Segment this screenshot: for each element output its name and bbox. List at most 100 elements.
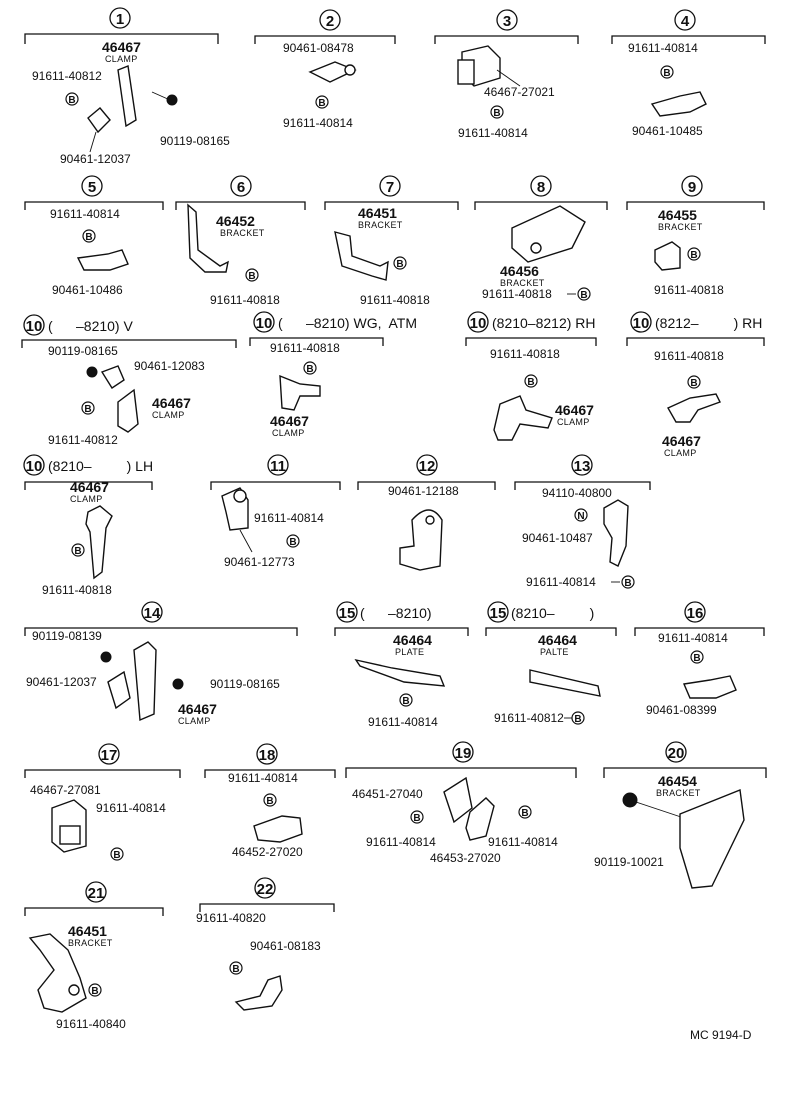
part-number: 90119-08165 [210, 677, 280, 691]
part-number: 90461-08183 [250, 939, 321, 953]
group-condition: (8210– ) [511, 605, 594, 621]
part-label: CLAMP [557, 417, 590, 427]
clamp-icon [667, 393, 721, 423]
part-label: BRACKET [656, 788, 701, 798]
part-label: CLAMP [178, 716, 211, 726]
part-number: 90461-12773 [224, 555, 295, 569]
part-number: 91611-40814 [628, 41, 698, 55]
group-20: 20 46454 BRACKET 90119-10021 [594, 741, 767, 889]
bolt-code-b: B [68, 95, 75, 106]
part-label: PLATE [395, 647, 424, 657]
clamp-icon [603, 499, 629, 567]
part-number: 91611-40840 [56, 1017, 126, 1031]
group-condition: (8210– ) LH [48, 458, 153, 474]
part-number: 90461-12188 [388, 484, 459, 498]
clamp-icon [465, 797, 495, 841]
part-label: BRACKET [358, 220, 403, 230]
group-15-late: 15 (8210– ) 46464 PALTE 91611-40812 B [485, 601, 617, 725]
part-number: 90461-12037 [60, 152, 131, 166]
part-number: 46452 [216, 213, 255, 229]
group-14: 14 90119-08139 90461-12037 90119-08165 4… [24, 601, 298, 726]
svg-text:B: B [574, 714, 581, 725]
group-5: 5 91611-40814 B 90461-10486 [24, 175, 164, 297]
svg-text:B: B [84, 404, 91, 415]
part-label: BRACKET [658, 222, 703, 232]
group-6: 6 46452 BRACKET B 91611-40818 [175, 175, 306, 307]
part-label: CLAMP [70, 494, 103, 504]
svg-text:B: B [289, 537, 296, 548]
group-number: 11 [270, 458, 286, 475]
clamp-icon [133, 641, 157, 722]
bolt-head-icon [100, 651, 112, 663]
part-number: 46464 [538, 632, 577, 648]
bolt-head-icon [86, 366, 98, 378]
part-number: 91611-40814 [658, 631, 728, 645]
part-number: 46455 [658, 207, 697, 223]
part-number: 90119-08165 [48, 344, 118, 358]
group-number: 16 [687, 605, 704, 622]
group-bracket [24, 33, 219, 44]
group-22: 22 91611-40820 90461-08183 B [196, 877, 335, 1011]
bolt-head-icon [622, 792, 638, 808]
group-number: 17 [101, 747, 118, 764]
svg-text:B: B [693, 653, 700, 664]
svg-text:B: B [624, 578, 631, 589]
group-condition: (8212– ) RH [655, 315, 762, 331]
part-number: 91611-40814 [488, 835, 558, 849]
group-19: 19 46451-27040 B B 91611-40814 46453-270… [345, 741, 577, 865]
part-number: 46467 [555, 402, 594, 418]
group-2: 2 90461-08478 B 91611-40814 [254, 9, 396, 130]
part-number: 91611-40812 [48, 433, 118, 447]
part-number: 46467 [270, 413, 309, 429]
part-label: PALTE [540, 647, 569, 657]
group-10-v: 10 ( –8210) V 90119-08165 90461-12083 46… [21, 314, 237, 447]
group-number: 10 [26, 318, 43, 335]
part-number: 91611-40814 [526, 575, 596, 589]
group-number: 10 [256, 315, 273, 332]
group-7: 7 46451 BRACKET B 91611-40818 [324, 175, 459, 307]
group-condition: ( –8210) WG, ATM [278, 315, 417, 331]
part-number: 46464 [393, 632, 432, 648]
part-label: CLAMP [664, 448, 697, 458]
group-number: 10 [633, 315, 650, 332]
plate-icon [529, 669, 601, 697]
group-10-8210-8212-rh: 10 (8210–8212) RH 91611-40818 B 46467 CL… [465, 311, 597, 441]
group-number: 6 [237, 179, 245, 196]
part-number: 91611-40820 [196, 911, 266, 925]
part-number: 91611-40812 [32, 69, 102, 83]
svg-text:B: B [493, 108, 500, 119]
bracket-icon [334, 231, 389, 281]
clamp-icon [85, 505, 113, 580]
part-number: 90461-08478 [283, 41, 354, 55]
clamp-icon [117, 65, 137, 128]
part-number: 91611-40814 [368, 715, 438, 729]
group-10-8212-rh: 10 (8212– ) RH 91611-40818 B 46467 CLAMP [626, 311, 765, 458]
part-number: 46456 [500, 263, 539, 279]
part-number: 91611-40818 [654, 283, 724, 297]
group-condition: ( –8210) [360, 605, 432, 621]
part-label: BRACKET [500, 278, 545, 288]
clamp-icon [399, 509, 443, 571]
svg-text:B: B [266, 796, 273, 807]
part-number: 46467 [102, 39, 141, 55]
part-number: 90461-08399 [646, 703, 717, 717]
svg-text:B: B [113, 850, 120, 861]
part-number: 46467 [662, 433, 701, 449]
part-number: 46467-27021 [484, 85, 555, 99]
bracket-icon [654, 241, 681, 271]
part-number: 91611-40818 [482, 287, 552, 301]
group-21: 21 46451 BRACKET B 91611-40840 [24, 881, 164, 1031]
group-1: 1 46467 CLAMP 91611-40812 B 90119-08165 … [24, 7, 230, 166]
clamp-icon [117, 388, 139, 433]
part-label: BRACKET [68, 938, 113, 948]
part-label: CLAMP [272, 428, 305, 438]
part-number: 91611-40814 [458, 126, 528, 140]
bracket-icon [443, 776, 473, 824]
group-13: 13 94110-40800 N 90461-10487 91611-40814… [514, 454, 651, 589]
part-number: 46451-27040 [352, 787, 423, 801]
clamp-icon [650, 91, 707, 117]
clamp-icon [253, 815, 303, 843]
group-17: 17 46467-27081 91611-40814 B [24, 743, 181, 861]
part-number: 46467 [70, 479, 109, 495]
